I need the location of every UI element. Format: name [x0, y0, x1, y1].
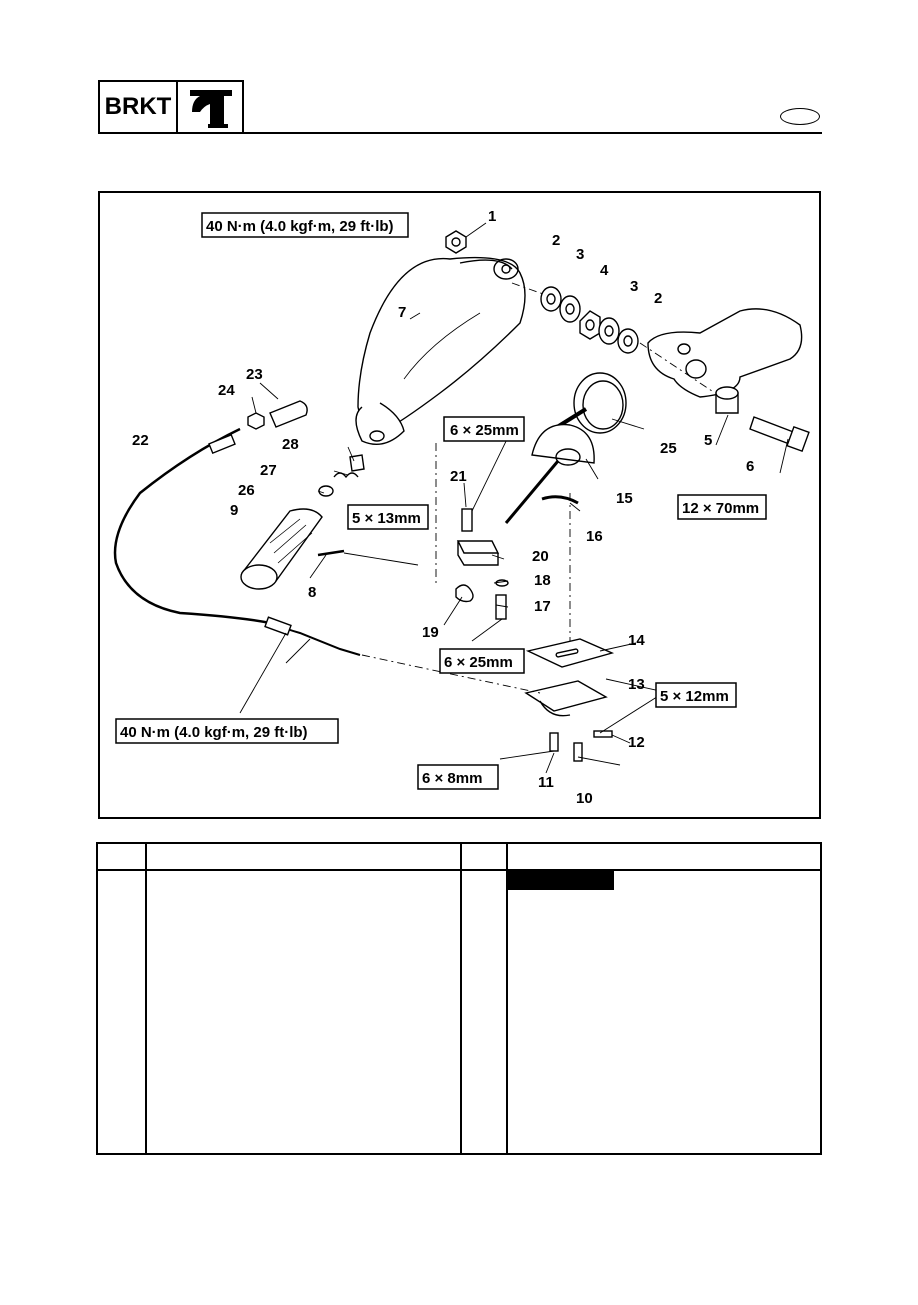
part-number-17: 17	[534, 598, 551, 615]
part-number-6: 6	[746, 458, 754, 475]
throttle-cable-22	[113, 427, 271, 625]
washer-3a	[559, 295, 581, 323]
language-oval-icon	[780, 108, 820, 125]
part-number-23: 23	[246, 366, 263, 383]
spring-27	[333, 472, 359, 479]
part-number-21: 21	[450, 468, 467, 485]
bolt-11-label: 6 × 8mm	[422, 770, 482, 787]
spec-box-screw-12: 5 × 12mm	[655, 682, 737, 708]
part-number-19: 19	[422, 624, 439, 641]
spec-box-bolt-6: 12 × 70mm	[677, 494, 767, 520]
spec-box-bolt-21: 6 × 25mm	[443, 416, 525, 442]
part-number-16: 16	[586, 528, 603, 545]
table-header-rule	[98, 869, 820, 871]
part-number-callouts: 1 2 3 4 3 2 5 6 7 8 9 10 11 12 13 14 15 …	[132, 208, 754, 807]
section-header-box: BRKT	[98, 80, 244, 134]
handle-grip-end	[355, 402, 405, 445]
note-tag	[507, 871, 614, 890]
spec-box-torque-top: 40 N·m (4.0 kgf·m, 29 ft·lb)	[201, 212, 409, 238]
part-number-27: 27	[260, 462, 277, 479]
washer-2a	[540, 286, 562, 312]
part-number-12: 12	[628, 734, 645, 751]
washer-3b	[598, 317, 620, 345]
part-number-15: 15	[616, 490, 633, 507]
header-rule	[244, 132, 822, 134]
part-number-20: 20	[532, 548, 549, 565]
part-number-1: 1	[488, 208, 496, 225]
nut-4	[579, 310, 601, 340]
part-number-18: 18	[534, 572, 551, 589]
part-number-2b: 2	[654, 290, 662, 307]
bolt-10	[573, 742, 583, 762]
bolt-21	[461, 508, 473, 532]
part-number-28: 28	[282, 436, 299, 453]
part-number-4: 4	[600, 262, 609, 279]
part-number-26: 26	[238, 482, 255, 499]
spec-box-bolt-11: 6 × 8mm	[417, 764, 499, 790]
cable-end-23	[269, 400, 308, 428]
table-column-divider	[506, 844, 508, 1153]
table-column-divider	[145, 844, 147, 1153]
diagram-svg: 40 N·m (4.0 kgf·m, 29 ft·lb) 6 × 25mm 5 …	[113, 208, 810, 807]
block-20	[456, 540, 500, 566]
part-number-14: 14	[628, 632, 645, 649]
part-number-8: 8	[308, 584, 316, 601]
part-number-25: 25	[660, 440, 677, 457]
exploded-diagram: 40 N·m (4.0 kgf·m, 29 ft·lb) 6 × 25mm 5 …	[98, 191, 821, 819]
outboard-bracket-icon	[178, 82, 242, 132]
part-number-3a: 3	[576, 246, 584, 263]
steering-bracket	[647, 308, 803, 398]
bolt-21-label: 6 × 25mm	[450, 422, 519, 439]
plate-13	[524, 680, 608, 712]
washer-26	[318, 485, 334, 497]
screw-12	[593, 730, 613, 738]
bolt-17	[495, 594, 507, 620]
bolt-11	[549, 732, 559, 752]
bolt-17-label: 6 × 25mm	[444, 654, 513, 671]
nut-24	[247, 412, 265, 430]
washer-2b	[617, 328, 639, 354]
part-number-24: 24	[218, 382, 235, 399]
nut-1	[445, 230, 467, 254]
part-number-3b: 3	[630, 278, 638, 295]
spec-box-screw-8: 5 × 13mm	[347, 504, 429, 530]
torque-bottom-label: 40 N·m (4.0 kgf·m, 29 ft·lb)	[120, 724, 308, 741]
spring-plate-16	[541, 495, 579, 505]
part-number-13: 13	[628, 676, 645, 693]
table-column-divider	[460, 844, 462, 1153]
spec-box-torque-bottom: 40 N·m (4.0 kgf·m, 29 ft·lb)	[115, 718, 339, 744]
bolt-6-label: 12 × 70mm	[682, 500, 759, 517]
part-number-11: 11	[538, 774, 554, 791]
spec-box-bolt-17: 6 × 25mm	[439, 648, 525, 674]
screw-8	[317, 549, 345, 557]
wing-nut-19	[455, 584, 474, 603]
parts-table	[96, 842, 822, 1155]
part-number-2a: 2	[552, 232, 560, 249]
part-number-10: 10	[576, 790, 593, 807]
cup-15	[531, 423, 595, 464]
part-number-9: 9	[230, 502, 238, 519]
plate-14	[525, 638, 615, 668]
screw-8-label: 5 × 13mm	[352, 510, 421, 527]
part-number-7: 7	[398, 304, 406, 321]
part-number-5: 5	[704, 432, 712, 449]
part-number-22: 22	[132, 432, 149, 449]
section-code: BRKT	[100, 82, 178, 132]
torque-top-label: 40 N·m (4.0 kgf·m, 29 ft·lb)	[206, 218, 394, 235]
screw-12-label: 5 × 12mm	[660, 688, 729, 705]
